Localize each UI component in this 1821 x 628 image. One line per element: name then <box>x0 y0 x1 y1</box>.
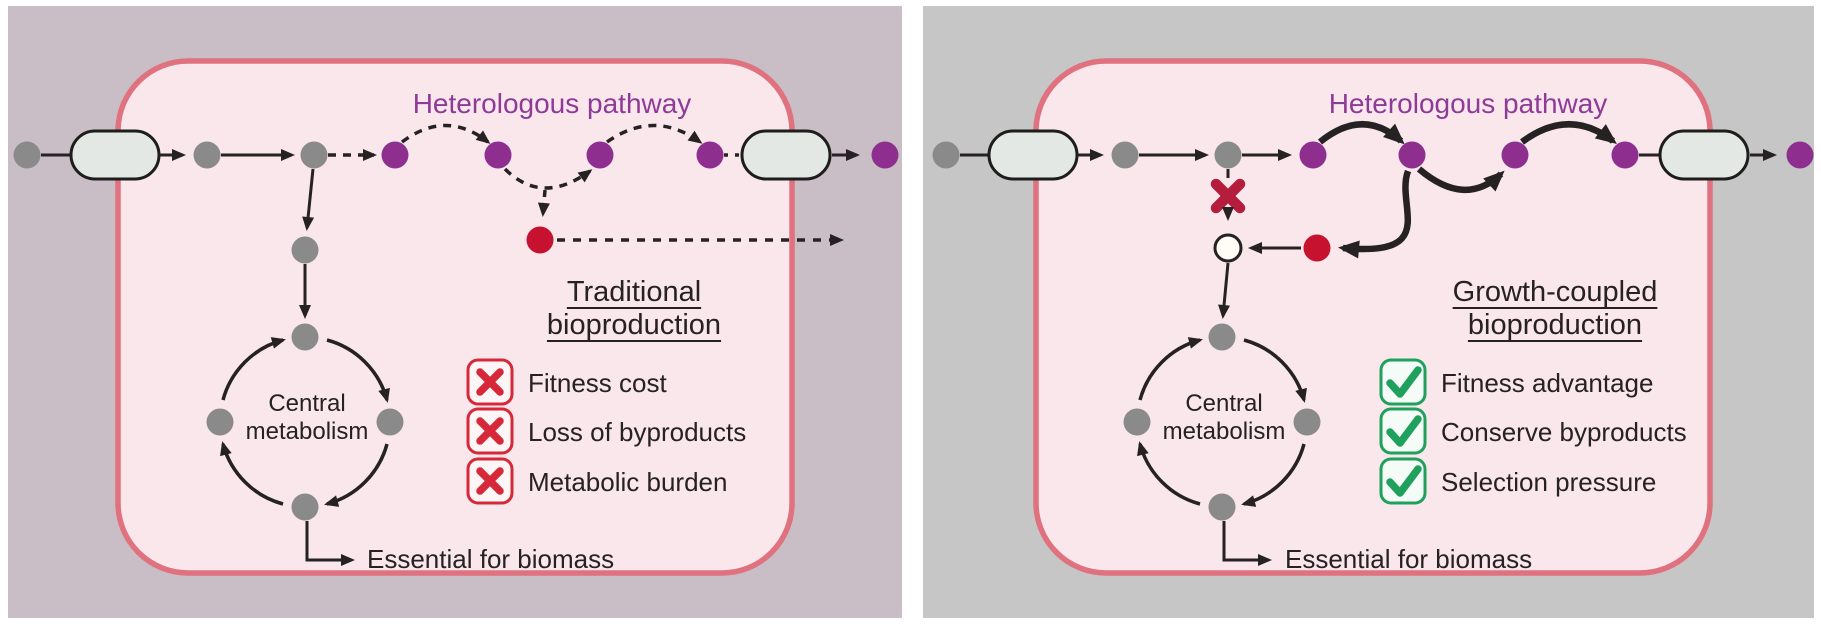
exporter-transporter <box>1658 129 1750 181</box>
checklist-item-label: Selection pressure <box>1441 467 1657 497</box>
byproduct-dot <box>526 226 554 254</box>
bold-reaction-arc <box>1416 166 1505 194</box>
pathway-title: Heterologous pathway <box>412 88 692 119</box>
cycle-label-line1: Central <box>1185 390 1263 417</box>
check-icon <box>1386 415 1422 447</box>
fail-checkbox <box>466 358 514 406</box>
coupled-metabolite-open-dot <box>1213 233 1243 263</box>
arrow <box>302 168 315 231</box>
cell-membrane <box>1033 58 1713 576</box>
cycle-metabolite-dot <box>1208 493 1236 521</box>
pathway-product-dot <box>1611 141 1639 169</box>
fail-checkbox <box>466 457 514 505</box>
cycle-arc <box>324 443 389 507</box>
approach-heading-line1: Growth-coupled <box>1452 276 1658 308</box>
checklist-item-label: Fitness cost <box>528 368 667 398</box>
cross-icon <box>476 467 504 495</box>
external-product-dot <box>871 141 899 169</box>
metabolite-dot <box>193 141 221 169</box>
cycle-arc <box>1138 337 1203 401</box>
central-metabolism-cycle <box>1123 323 1321 521</box>
diagram-growth-coupled <box>932 58 1814 576</box>
exporter-transporter <box>740 129 832 181</box>
dashed-byproduct-branch <box>537 189 550 217</box>
knockout-x-icon <box>1210 178 1246 214</box>
importer-transporter <box>987 129 1079 181</box>
bold-reaction-arc <box>1520 121 1617 145</box>
cycle-arc <box>221 337 286 401</box>
pathway-intermediate-dot <box>1299 141 1327 169</box>
pass-checkbox <box>1379 407 1427 455</box>
central-metabolism-cycle <box>206 323 404 521</box>
cycle-metabolite-dot <box>291 323 319 351</box>
biomass-arrow <box>305 521 355 566</box>
cycle-metabolite-dot <box>376 408 404 436</box>
cell-membrane <box>115 58 795 576</box>
cycle-label-line1: Central <box>268 390 346 417</box>
approach-heading-line1: Traditional <box>566 276 702 308</box>
checklist-item-label: Conserve byproducts <box>1441 417 1687 447</box>
branch-metabolite-dot <box>1214 141 1242 169</box>
bold-reaction-arc <box>1317 121 1405 145</box>
pathway-intermediate-dot <box>381 141 409 169</box>
cycle-arc <box>1137 441 1201 506</box>
cycle-metabolite-dot <box>1293 408 1321 436</box>
pass-checkbox <box>1379 457 1427 505</box>
biomass-label: Essential for biomass <box>367 544 615 574</box>
cycle-arc <box>326 338 390 403</box>
approach-heading-line2: bioproduction <box>546 309 722 341</box>
checklist-item-label: Fitness advantage <box>1441 368 1654 398</box>
pass-checkbox <box>1379 358 1427 406</box>
metabolite-dot <box>1111 141 1139 169</box>
dashed-reaction-arc <box>400 123 491 144</box>
arrow <box>1218 262 1231 319</box>
biomass-label: Essential for biomass <box>1285 544 1533 574</box>
biomass-arrow <box>1222 521 1272 566</box>
external-substrate-dot <box>13 141 41 169</box>
cycle-arc <box>220 441 284 506</box>
pathway-intermediate-dot <box>484 141 512 169</box>
pathway-title: Heterologous pathway <box>1328 88 1608 119</box>
pathway-intermediate-dot <box>1501 141 1529 169</box>
byproduct-dot <box>1303 234 1331 262</box>
pathway-product-dot <box>696 141 724 169</box>
cycle-metabolite-dot <box>206 408 234 436</box>
pathway-intermediate-dot <box>1398 141 1426 169</box>
pathway-intermediate-dot <box>586 141 614 169</box>
external-product-dot <box>1786 141 1814 169</box>
cross-icon <box>476 417 504 445</box>
dashed-reaction-arc <box>503 167 593 190</box>
cycle-arc <box>1243 338 1307 403</box>
cycle-label-line2: metabolism <box>1162 418 1286 445</box>
cycle-metabolite-dot <box>1123 408 1151 436</box>
checklist-item-label: Loss of byproducts <box>528 417 747 447</box>
importer-transporter <box>69 129 161 181</box>
cycle-arc <box>1241 443 1306 507</box>
approach-heading-line2: bioproduction <box>1467 309 1643 341</box>
external-substrate-dot <box>932 141 960 169</box>
checklist-item-label: Metabolic burden <box>528 467 728 497</box>
cross-icon <box>476 368 504 396</box>
fail-checkbox <box>466 407 514 455</box>
cycle-metabolite-dot <box>291 493 319 521</box>
cycle-metabolite-dot <box>1208 323 1236 351</box>
metabolite-dot <box>291 236 319 264</box>
check-icon <box>1386 366 1422 398</box>
diagram-traditional <box>13 58 899 576</box>
dashed-reaction-arc <box>605 123 703 144</box>
cycle-label-line2: metabolism <box>245 418 369 445</box>
branch-metabolite-dot <box>300 141 328 169</box>
bold-byproduct-curve <box>1338 169 1412 259</box>
check-icon <box>1386 465 1422 497</box>
